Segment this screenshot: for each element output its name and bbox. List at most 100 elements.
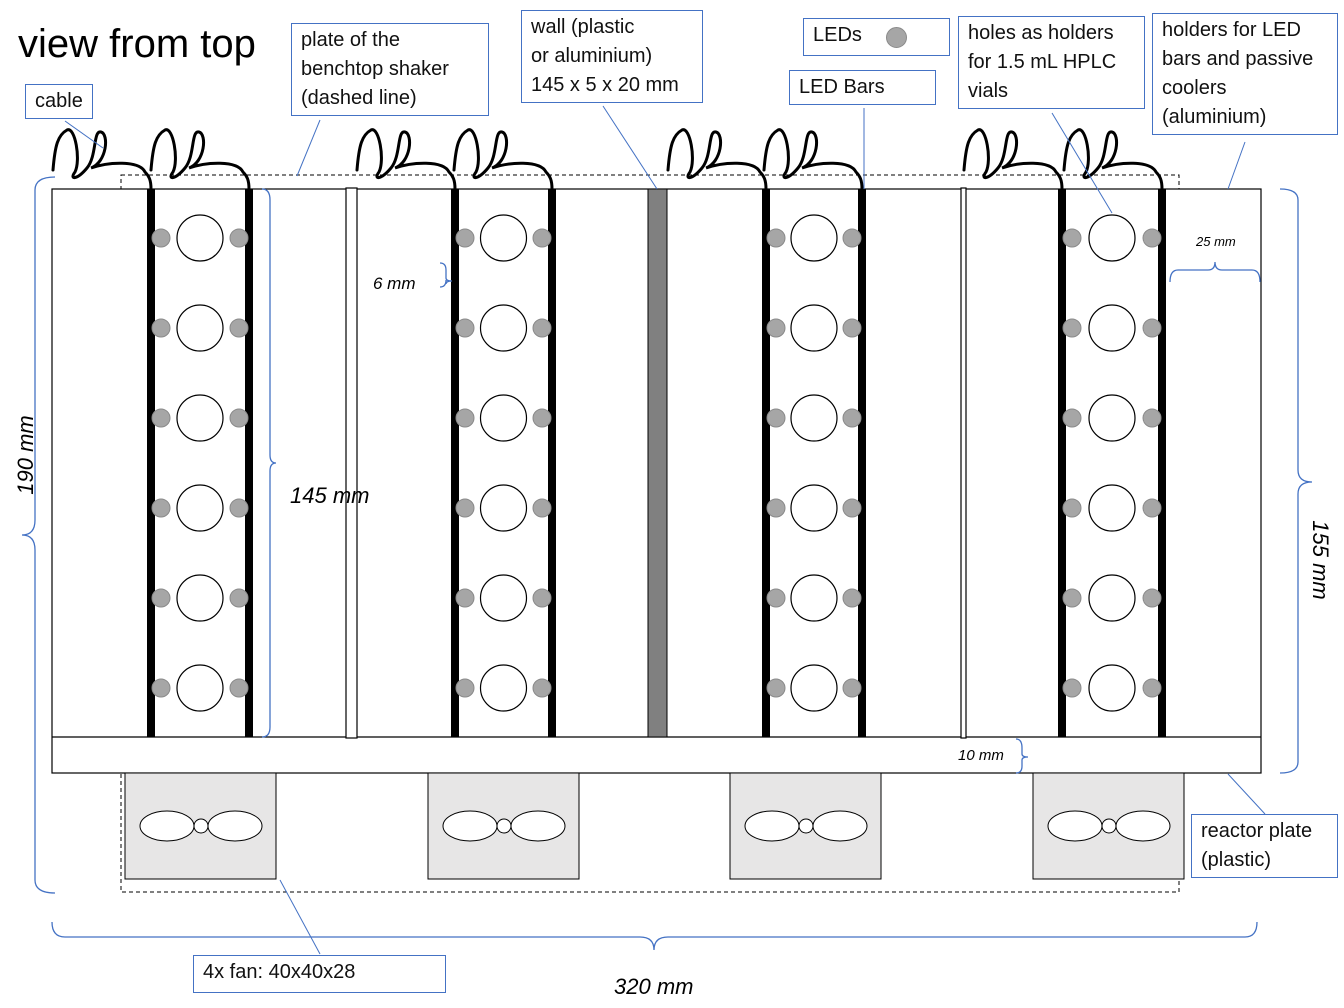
led bbox=[229, 498, 249, 518]
vial-holes-label-line-3: vials bbox=[968, 80, 1009, 102]
brace-320mm bbox=[51, 921, 1258, 951]
cable bbox=[1062, 128, 1164, 191]
fan-blade bbox=[812, 810, 868, 842]
led bbox=[532, 318, 552, 338]
vial-hole bbox=[790, 574, 838, 622]
vial-hole bbox=[176, 574, 224, 622]
fan-hub bbox=[798, 818, 814, 834]
led bbox=[766, 228, 786, 248]
holders-label-line-1: holders for LED bbox=[1162, 19, 1301, 41]
led bbox=[766, 498, 786, 518]
vial-hole bbox=[790, 214, 838, 262]
fan-blade bbox=[1047, 810, 1103, 842]
shaker-plate-label-line-2: benchtop shaker bbox=[301, 58, 449, 80]
wall-callout: wall (plastic or aluminium) 145 x 5 x 20… bbox=[521, 10, 703, 103]
dim-155mm: 155 mm bbox=[1308, 520, 1333, 600]
led bbox=[1062, 228, 1082, 248]
led bbox=[1142, 498, 1162, 518]
fans-group bbox=[124, 772, 1185, 880]
gap-2 bbox=[960, 187, 967, 739]
led bbox=[229, 408, 249, 428]
holders-label-line-4: (aluminium) bbox=[1162, 106, 1267, 128]
shaker-plate-label-line-3: (dashed line) bbox=[301, 87, 417, 109]
led bbox=[229, 678, 249, 698]
led-bar bbox=[858, 189, 866, 737]
vial-hole bbox=[790, 664, 838, 712]
led-modules bbox=[51, 128, 1166, 737]
fan-hub bbox=[496, 818, 512, 834]
vial-hole bbox=[1088, 304, 1136, 352]
led-sample-icon bbox=[886, 27, 907, 48]
dimension-marks bbox=[21, 176, 1313, 951]
diagram-title: view from top bbox=[18, 22, 256, 66]
led bbox=[455, 318, 475, 338]
vial-holes-label-line-2: for 1.5 mL HPLC bbox=[968, 51, 1117, 73]
led bbox=[1062, 678, 1082, 698]
led bbox=[766, 408, 786, 428]
led bbox=[1062, 408, 1082, 428]
vial-hole bbox=[1088, 394, 1136, 442]
led-bars-callout: LED Bars bbox=[789, 70, 936, 105]
cable bbox=[355, 128, 457, 191]
vial-hole bbox=[1088, 664, 1136, 712]
led bbox=[532, 678, 552, 698]
vial-hole bbox=[790, 394, 838, 442]
fan-blade bbox=[139, 810, 195, 842]
brace-25mm bbox=[1169, 261, 1261, 283]
brace-145mm bbox=[261, 188, 277, 738]
vial-hole bbox=[479, 214, 528, 262]
dim-10mm: 10 mm bbox=[958, 747, 1004, 764]
cable bbox=[149, 128, 251, 191]
led bbox=[532, 408, 552, 428]
gap-1 bbox=[345, 187, 358, 739]
led bbox=[1142, 588, 1162, 608]
led bbox=[1142, 678, 1162, 698]
led bbox=[1062, 318, 1082, 338]
fan-blade bbox=[1115, 810, 1171, 842]
led bbox=[455, 498, 475, 518]
led bbox=[842, 228, 862, 248]
led bbox=[842, 318, 862, 338]
vial-holes-callout: holes as holders for 1.5 mL HPLC vials bbox=[958, 16, 1145, 109]
vial-hole bbox=[1088, 484, 1136, 532]
led bbox=[532, 588, 552, 608]
reactor-plate-label-line-2: (plastic) bbox=[1201, 849, 1272, 871]
dim-190mm: 190 mm bbox=[13, 415, 38, 495]
led bbox=[455, 588, 475, 608]
vial-hole bbox=[176, 664, 224, 712]
holders-label-line-2: bars and passive bbox=[1162, 48, 1314, 70]
vial-hole bbox=[176, 394, 224, 442]
vial-hole bbox=[479, 304, 528, 352]
vial-hole bbox=[479, 664, 528, 712]
led-bar bbox=[1058, 189, 1066, 737]
led bbox=[1062, 498, 1082, 518]
led bbox=[151, 498, 171, 518]
vial-hole bbox=[479, 394, 528, 442]
vial-hole bbox=[790, 484, 838, 532]
led bbox=[532, 498, 552, 518]
led bbox=[842, 588, 862, 608]
led bbox=[455, 228, 475, 248]
led bbox=[455, 678, 475, 698]
vial-hole bbox=[1088, 574, 1136, 622]
cable bbox=[51, 128, 153, 191]
shaker-plate-callout: plate of the benchtop shaker (dashed lin… bbox=[291, 23, 489, 116]
vial-holes-label-line-1: holes as holders bbox=[968, 22, 1114, 44]
wall-label-line-2: or aluminium) bbox=[531, 45, 653, 67]
led bbox=[1142, 318, 1162, 338]
brace-6mm bbox=[439, 262, 453, 288]
led bbox=[766, 318, 786, 338]
vial-hole bbox=[479, 574, 528, 622]
led-bar bbox=[1158, 189, 1166, 737]
vial-hole bbox=[1088, 214, 1136, 262]
dim-25mm: 25 mm bbox=[1196, 234, 1236, 249]
cable bbox=[962, 128, 1064, 191]
leds-callout: LEDs bbox=[803, 18, 950, 56]
fans-callout: 4x fan: 40x40x28 bbox=[193, 955, 446, 993]
led bbox=[151, 318, 171, 338]
led bbox=[766, 588, 786, 608]
led bbox=[455, 408, 475, 428]
fan-blade bbox=[207, 810, 263, 842]
holders-label-line-3: coolers bbox=[1162, 77, 1227, 99]
